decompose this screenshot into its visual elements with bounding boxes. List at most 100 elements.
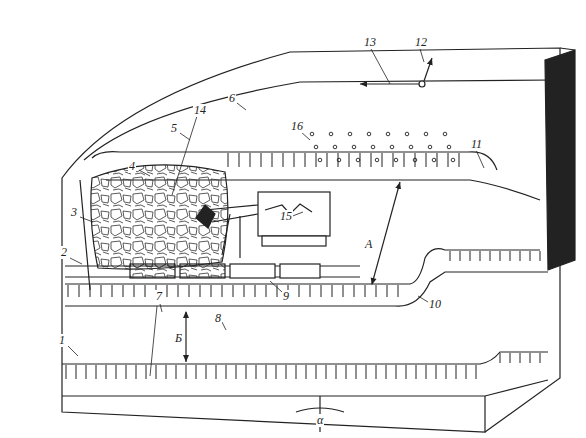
slope-hachure (520, 353, 521, 363)
blast-hole (394, 158, 398, 162)
slope-hachure (296, 365, 297, 379)
callout-number: 16 (290, 120, 304, 133)
slope-hachure (343, 285, 344, 297)
slope-hachure (500, 251, 501, 261)
callout-number: 8 (214, 312, 222, 325)
slope-hachure (426, 153, 427, 167)
blast-hole (337, 158, 341, 162)
slope-hachure (286, 365, 287, 379)
slope-hachure (510, 353, 511, 363)
blast-hole (424, 132, 428, 136)
slope-hachure (436, 365, 437, 379)
slope-hachure (211, 285, 212, 297)
slope-hachure (460, 251, 461, 261)
slope-hachure (446, 365, 447, 379)
blast-hole (409, 145, 413, 149)
slope-hachure (450, 251, 451, 261)
slope-hachure (90, 285, 91, 297)
slope-hachure (68, 285, 69, 297)
blast-hole (432, 158, 436, 162)
slope-hachure (448, 153, 449, 167)
slope-hachure (136, 365, 137, 379)
blast-hole (371, 145, 375, 149)
slope-hachure (145, 285, 146, 297)
slope-hachure (294, 153, 295, 167)
slope-hachure (146, 365, 147, 379)
callout-number: 7 (155, 290, 163, 303)
slope-hachure (415, 153, 416, 167)
slope-hachure (437, 153, 438, 167)
callout-number: 2 (60, 246, 68, 259)
slope-hachure (490, 251, 491, 261)
blast-hole (352, 145, 356, 149)
slope-hachure (376, 365, 377, 379)
slope-hachure (189, 285, 190, 297)
callout-number: 3 (70, 206, 78, 219)
slope-hachure (306, 365, 307, 379)
slope-hachure (354, 285, 355, 297)
blast-hole (356, 158, 360, 162)
slope-hachure (321, 285, 322, 297)
blast-hole (447, 145, 451, 149)
slope-hachure (266, 365, 267, 379)
slope-hachure (112, 285, 113, 297)
slope-hachure (530, 251, 531, 261)
blast-hole (310, 132, 314, 136)
slope-hachure (310, 285, 311, 297)
slope-hachure (356, 365, 357, 379)
slope-hachure (393, 153, 394, 167)
slope-hachure (277, 285, 278, 297)
blast-hole (318, 158, 322, 162)
slope-hachure (186, 365, 187, 379)
callout-number: 11 (470, 138, 483, 151)
callout-number: 4 (128, 160, 136, 173)
slope-hachure (116, 365, 117, 379)
slope-hachure (196, 365, 197, 379)
slope-hachure (106, 365, 107, 379)
slope-hachure (266, 285, 267, 297)
slope-hachure (346, 365, 347, 379)
callout-number: А (364, 238, 373, 251)
slope-hachure (101, 285, 102, 297)
callout-number: 1 (58, 334, 66, 347)
slope-hachure (500, 353, 501, 363)
slope-hachure (222, 285, 223, 297)
slope-hachure (382, 153, 383, 167)
blast-hole (375, 158, 379, 162)
slope-hachure (376, 285, 377, 297)
slope-hachure (396, 365, 397, 379)
slope-hachure (327, 153, 328, 167)
slope-hachure (316, 153, 317, 167)
slope-hachure (261, 153, 262, 167)
slope-hachure (305, 153, 306, 167)
blast-hole (390, 145, 394, 149)
slope-hachure (349, 153, 350, 167)
slope-hachure (226, 365, 227, 379)
callout-number: Б (174, 332, 183, 345)
slope-hachure (520, 251, 521, 261)
slope-hachure (416, 365, 417, 379)
slope-hachure (244, 285, 245, 297)
blast-hole (451, 158, 455, 162)
slope-hachure (398, 285, 399, 297)
slope-hachure (123, 285, 124, 297)
slope-hachure (167, 285, 168, 297)
slope-hachure (246, 365, 247, 379)
slope-hachure (332, 285, 333, 297)
slope-hachure (366, 365, 367, 379)
slope-hachure (426, 365, 427, 379)
slope-hachure (365, 285, 366, 297)
slope-hachure (371, 153, 372, 167)
blast-hole (329, 132, 333, 136)
callout-number: 9 (282, 290, 290, 303)
slope-hachure (276, 365, 277, 379)
slope-hachure (510, 251, 511, 261)
blast-hole (405, 132, 409, 136)
blast-hole (413, 158, 417, 162)
slope-hachure (272, 153, 273, 167)
slope-hachure (250, 153, 251, 167)
slope-hachure (540, 251, 541, 261)
blast-hole (386, 132, 390, 136)
